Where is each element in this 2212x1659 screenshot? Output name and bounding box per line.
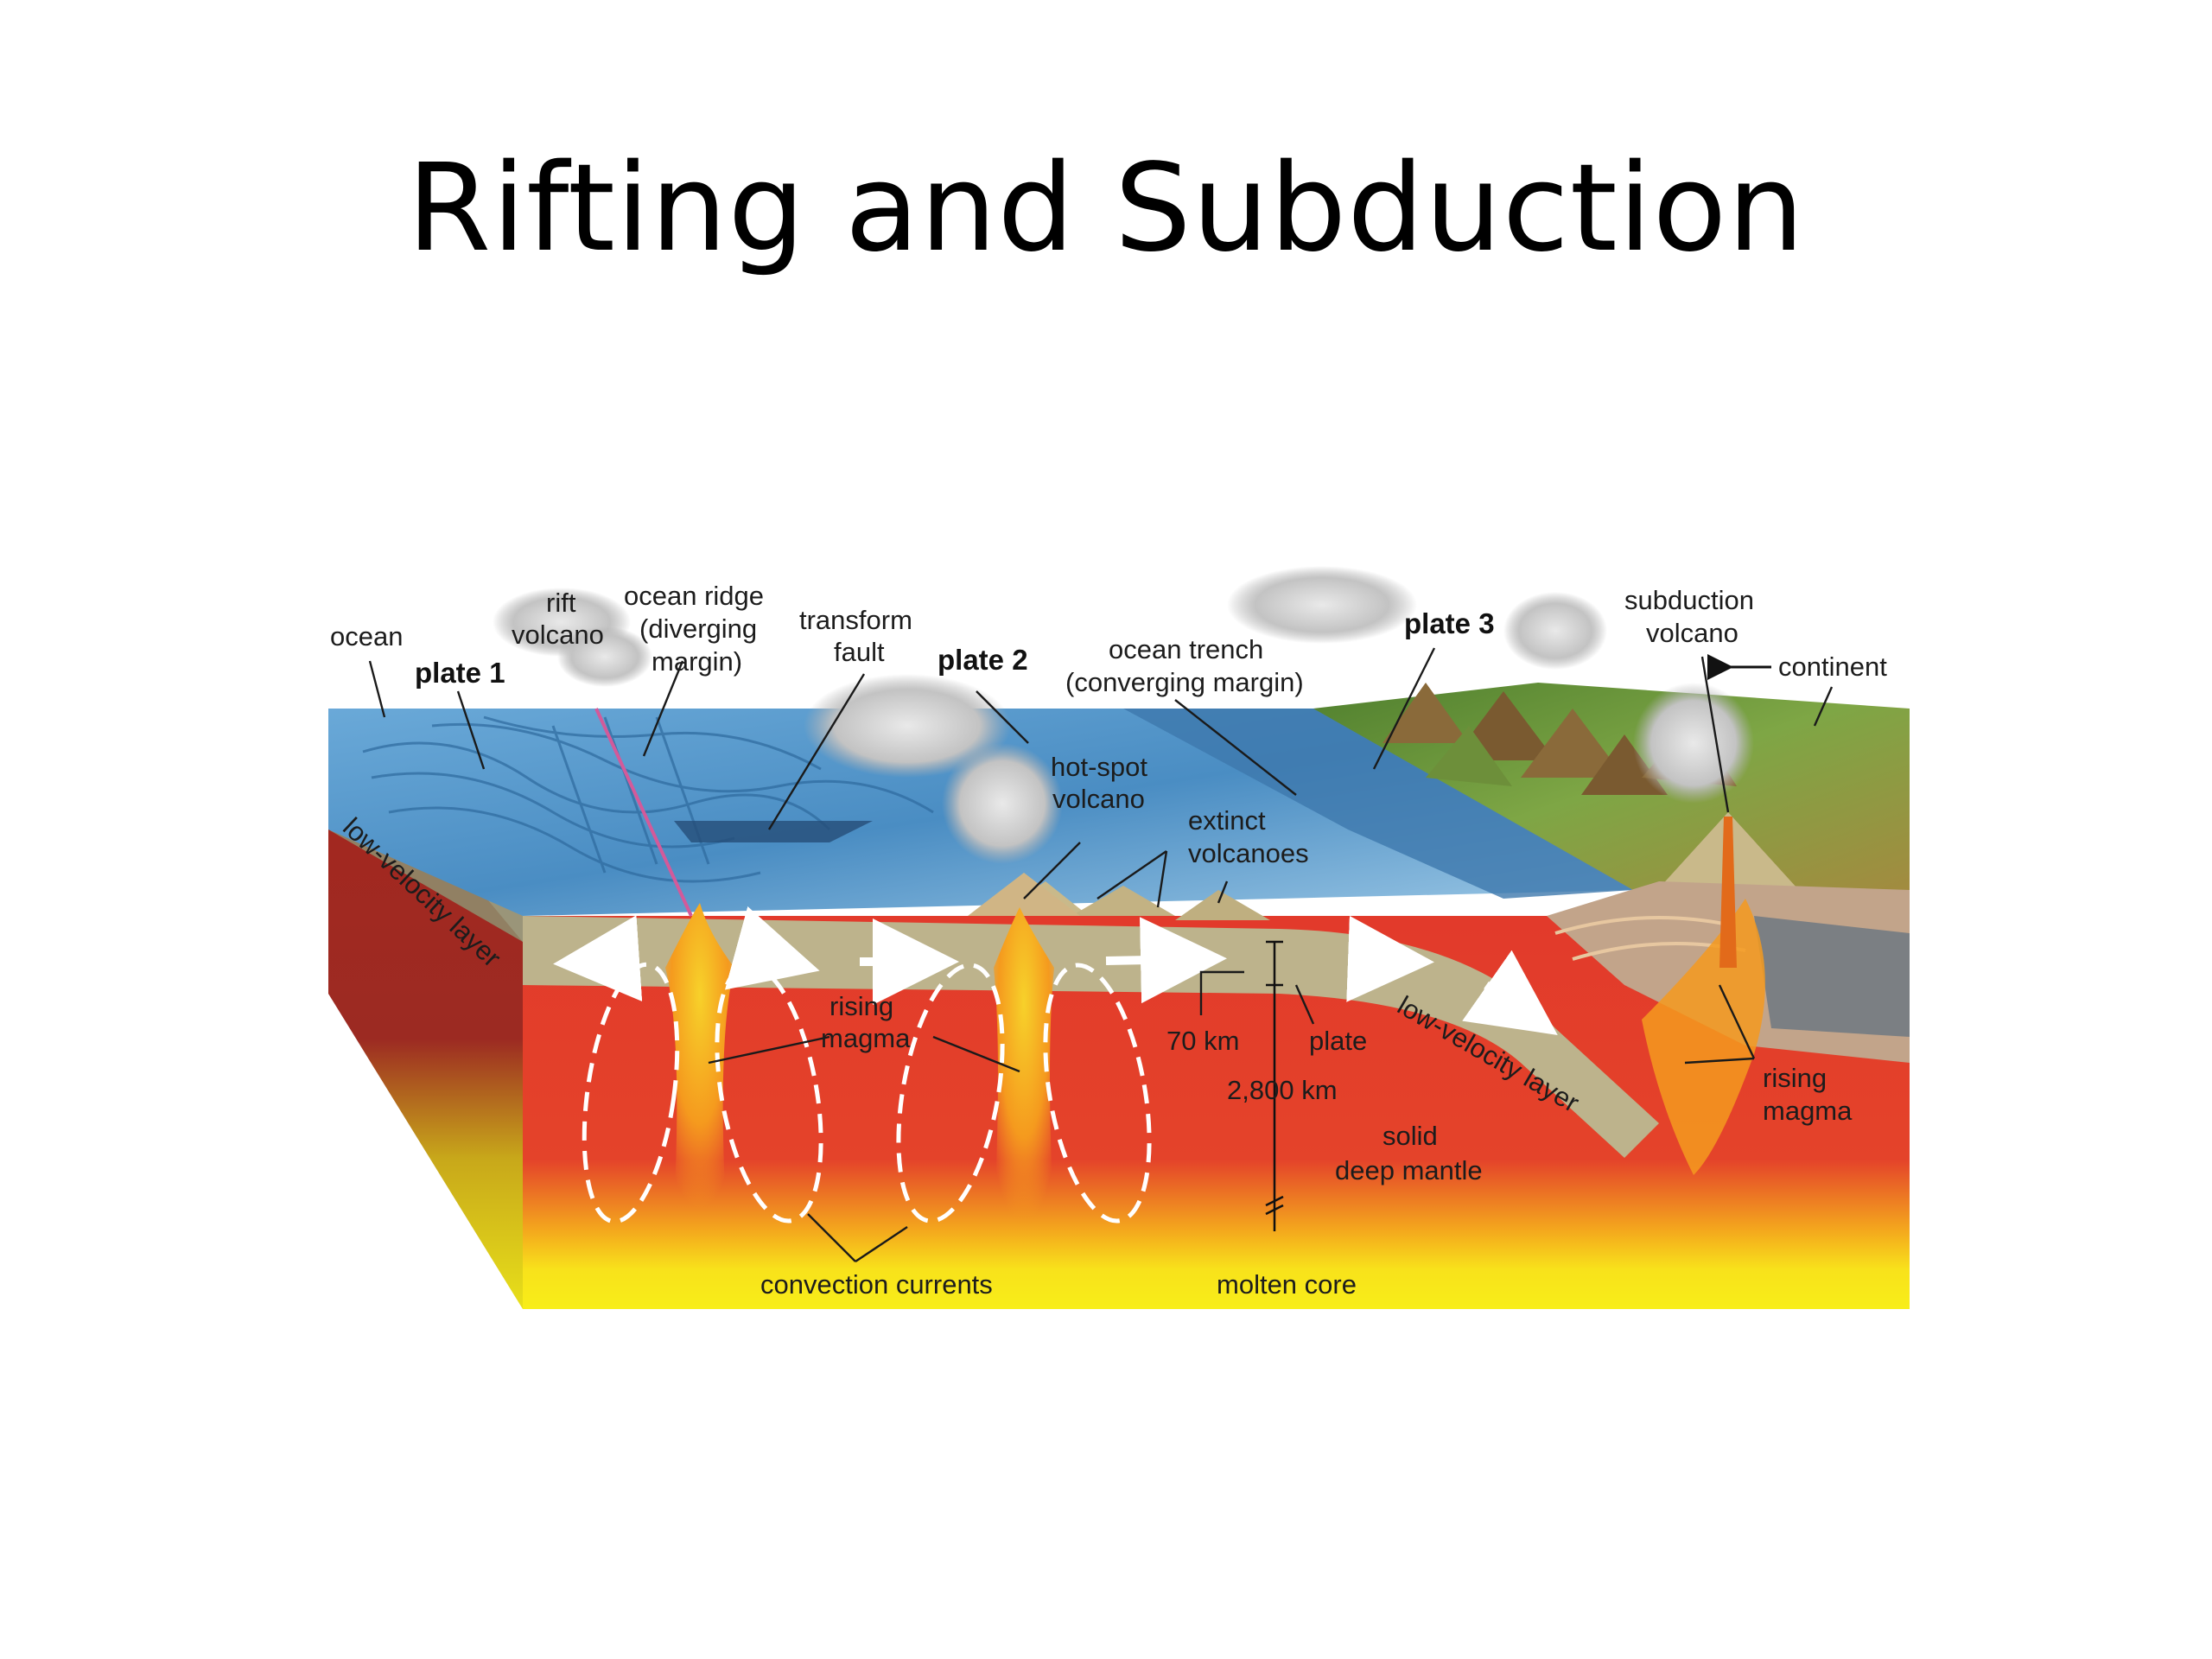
- magma-conduit-right: [1719, 817, 1737, 968]
- label-transform-fault-1: transform: [799, 605, 912, 635]
- ocean-trench: [1123, 709, 1633, 899]
- block-side-face: [328, 709, 523, 1309]
- label-plate-center: plate: [1309, 1026, 1367, 1056]
- label-extinct-1: extinct: [1188, 805, 1266, 836]
- label-rift-volcano-2: volcano: [512, 620, 604, 650]
- label-ocean-ridge-2: (diverging: [639, 613, 757, 644]
- plate-motion-arrows: [553, 906, 1558, 1035]
- label-ocean-trench-1: ocean trench: [1109, 634, 1263, 664]
- label-rising-magma-left-1: rising: [830, 991, 893, 1021]
- label-subduction-volcano-2: volcano: [1646, 618, 1738, 648]
- label-hot-spot-1: hot-spot: [1051, 752, 1147, 782]
- continental-grey-layer: [1754, 916, 1910, 1037]
- label-continent: continent: [1778, 652, 1887, 682]
- label-molten-core: molten core: [1217, 1269, 1357, 1300]
- label-transform-fault-2: fault: [834, 637, 885, 667]
- label-ocean: ocean: [330, 621, 403, 652]
- label-solid-mantle-1: solid: [1382, 1121, 1438, 1151]
- label-plate-3: plate 3: [1404, 607, 1495, 639]
- label-rift-volcano-1: rift: [546, 588, 576, 618]
- label-depth-2800: 2,800 km: [1227, 1075, 1338, 1105]
- rift-line: [594, 708, 693, 917]
- leader-lines: [368, 647, 1834, 1262]
- convection-currents: [582, 962, 1152, 1224]
- label-ocean-ridge-1: ocean ridge: [624, 581, 764, 611]
- label-ocean-trench-2: (converging margin): [1065, 667, 1304, 697]
- label-ocean-ridge-3: margin): [652, 646, 742, 677]
- slide-title: Rifting and Subduction: [407, 138, 1805, 279]
- label-subduction-volcano-1: subduction: [1624, 585, 1754, 615]
- label-plate-2: plate 2: [938, 644, 1028, 676]
- label-hot-spot-2: volcano: [1052, 784, 1145, 814]
- label-depth-70: 70 km: [1166, 1026, 1239, 1056]
- transform-fault-mark: [674, 821, 873, 842]
- label-extinct-2: volcanoes: [1188, 838, 1309, 868]
- label-rising-magma-right-2: magma: [1763, 1096, 1853, 1126]
- label-plate-1: plate 1: [415, 657, 505, 689]
- label-convection-currents: convection currents: [760, 1269, 993, 1300]
- label-rising-magma-right-1: rising: [1763, 1063, 1827, 1093]
- magma-plume-left: [665, 903, 734, 1210]
- smoke-plumes: [493, 566, 1754, 864]
- magma-plume-center: [994, 907, 1054, 1227]
- label-solid-mantle-2: deep mantle: [1335, 1155, 1483, 1185]
- label-rising-magma-left-2: magma: [821, 1023, 911, 1053]
- depth-scale: [1265, 940, 1284, 1231]
- hot-spot-volcano-cone: [968, 873, 1080, 916]
